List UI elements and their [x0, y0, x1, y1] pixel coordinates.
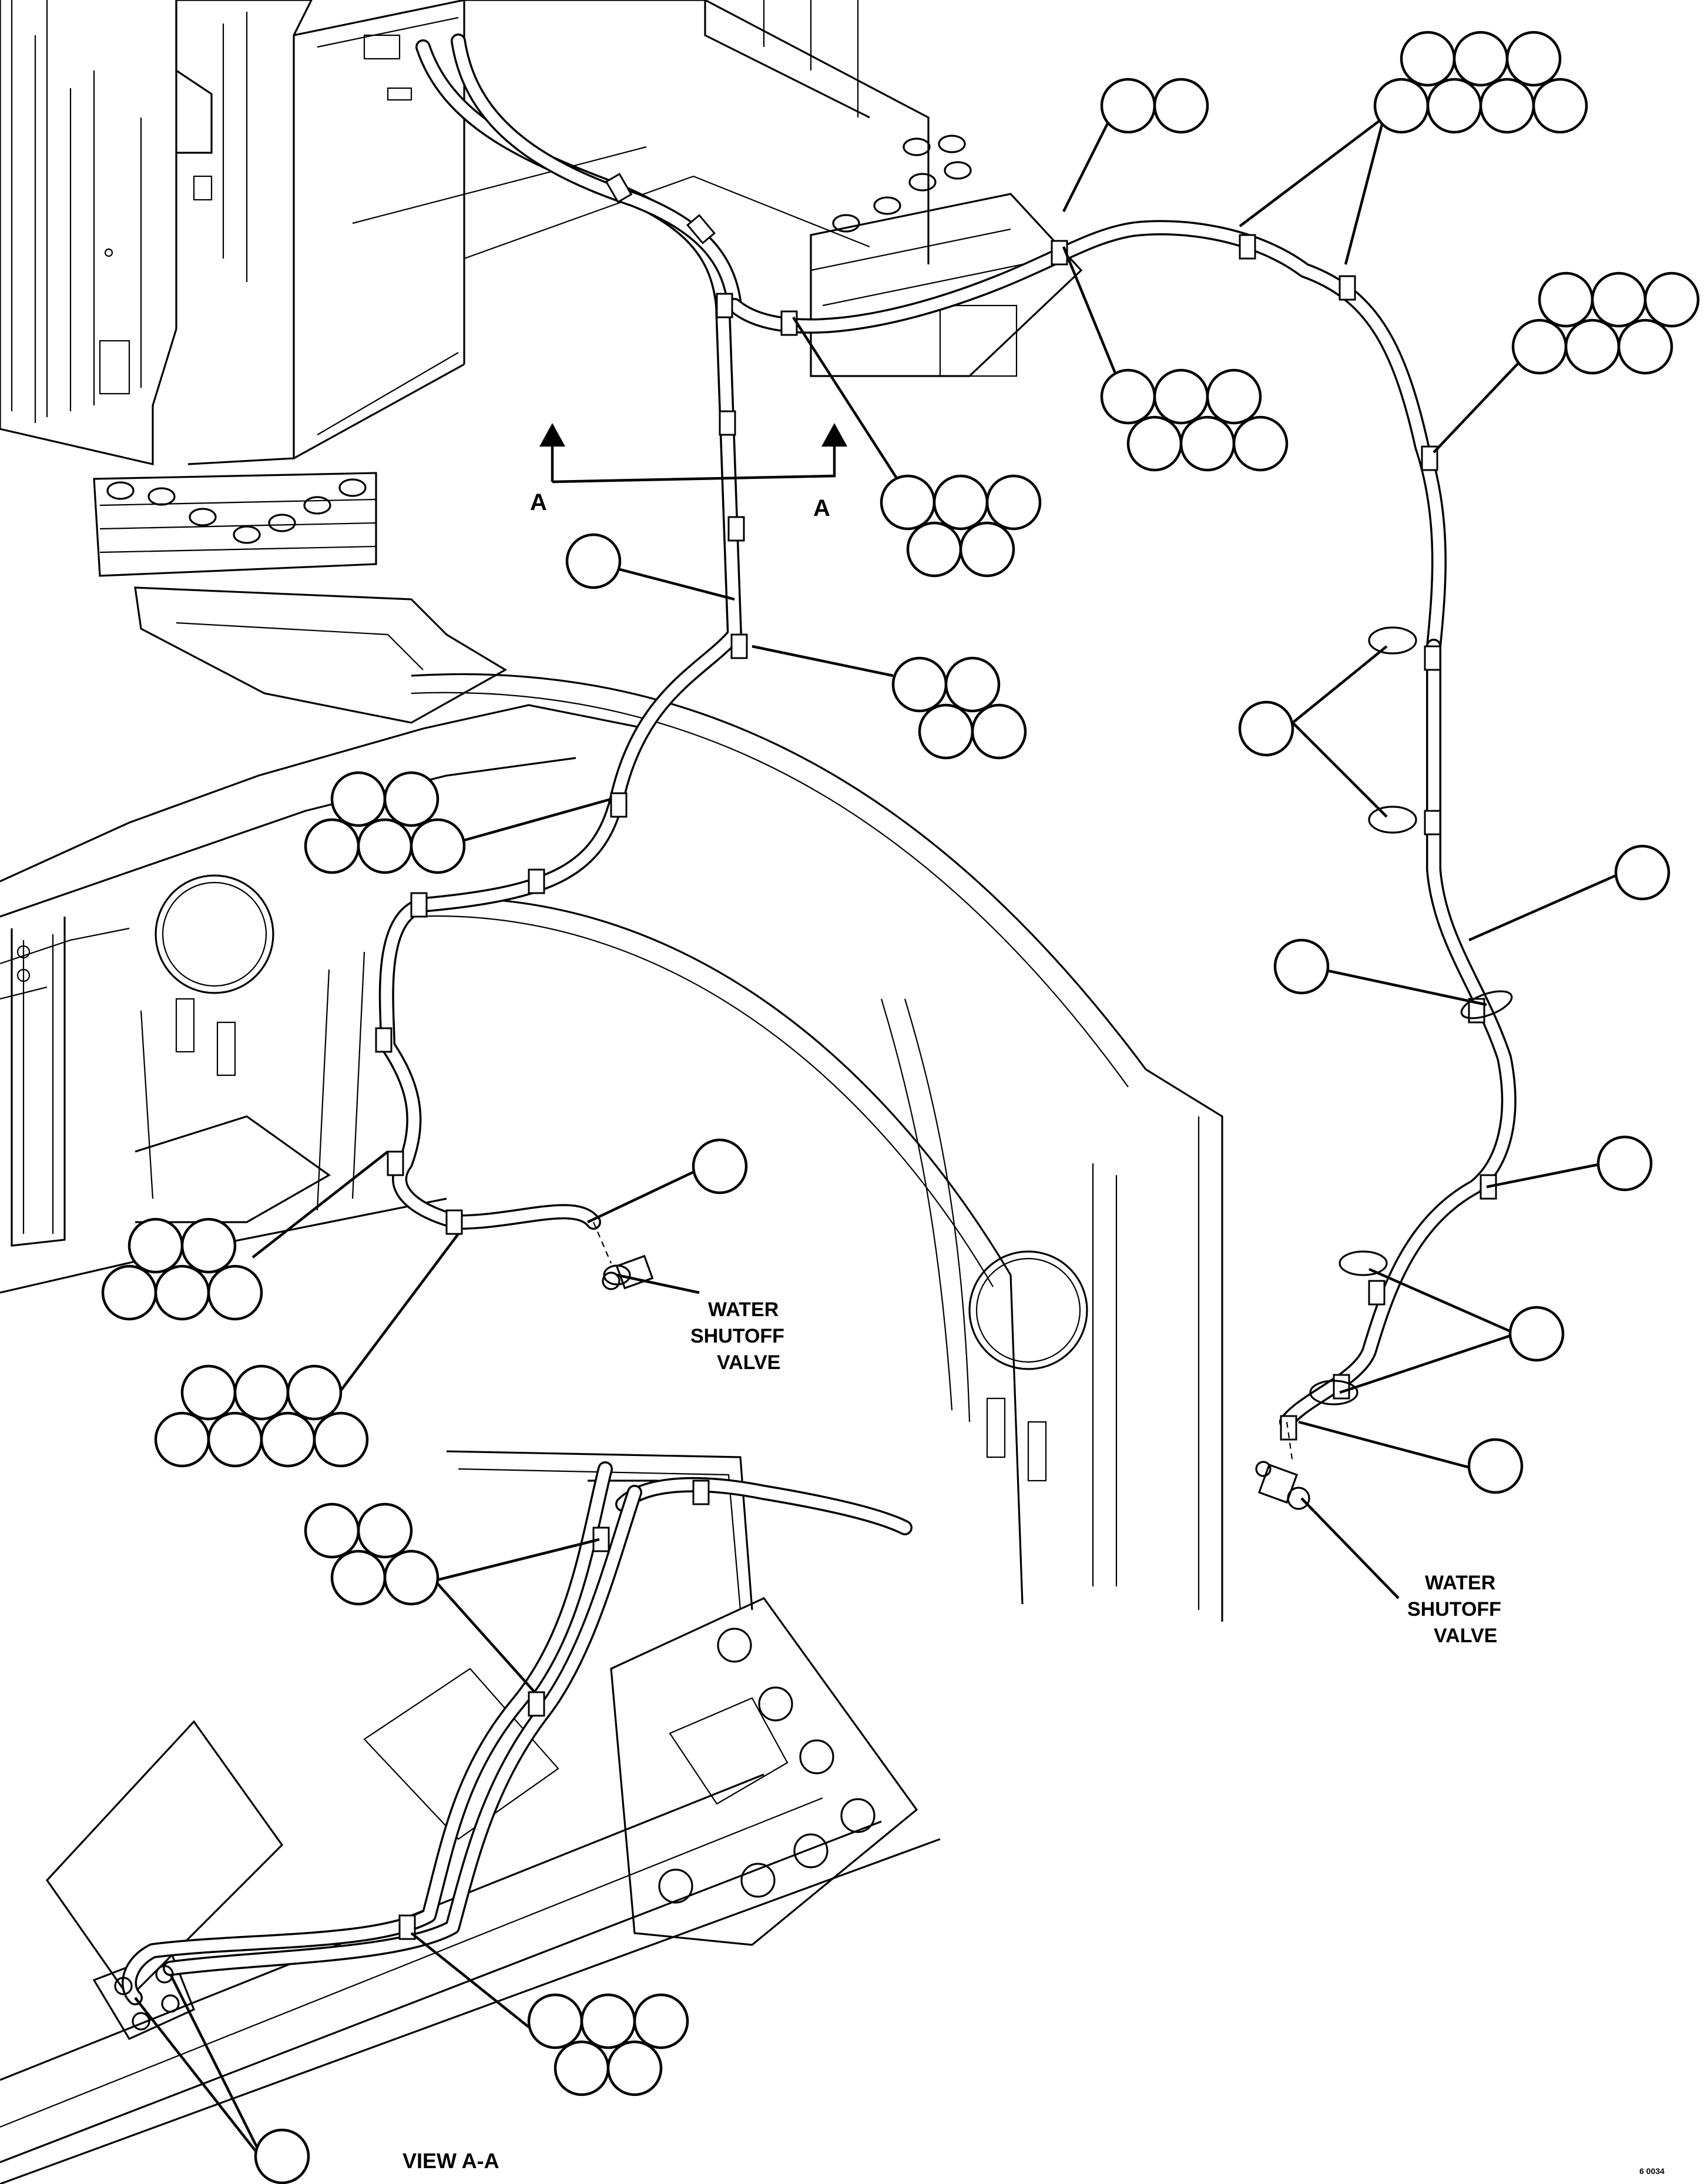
callout-bubble — [1179, 415, 1236, 472]
callout-bubble — [971, 703, 1027, 760]
valve-label-left-line2: SHUTOFF — [690, 1325, 784, 1347]
callout-bubble — [233, 1364, 290, 1421]
callout-bubble — [1538, 271, 1594, 328]
callout-bubble — [1617, 318, 1673, 375]
valve-label-right: WATER SHUTOFF VALVE — [1407, 1572, 1501, 1647]
callout-bubble — [1100, 368, 1156, 425]
section-arrow-left-icon — [539, 423, 565, 447]
callout-bubble — [906, 521, 962, 578]
callout-bubble — [1614, 844, 1671, 901]
callout-bubble — [254, 2128, 310, 2184]
callout-bubble — [207, 1411, 263, 1468]
callout-bubble — [1564, 318, 1621, 375]
callout-bubble — [1126, 415, 1183, 472]
callout-bubble — [154, 1264, 210, 1321]
callout-bubble — [313, 1411, 369, 1468]
callout-bubble — [1508, 1306, 1565, 1362]
callout-bubble — [357, 818, 413, 874]
callout-bubble — [1453, 31, 1509, 87]
drawing-number: 6 0034 — [1639, 2166, 1665, 2176]
plate-bolts — [658, 1628, 876, 1904]
callout-bubble — [1511, 318, 1568, 375]
callout-bubble — [944, 656, 1001, 713]
hose-clamps — [375, 173, 1513, 1940]
valve-label-left: WATER SHUTOFF VALVE — [690, 1299, 784, 1374]
hose-assembly — [122, 33, 1517, 2005]
view-label: VIEW A-A — [402, 2149, 499, 2173]
callout-bubble — [304, 818, 360, 874]
callout-bubble — [1596, 1135, 1653, 1192]
callout-bubble — [357, 1502, 413, 1559]
callout-bubble — [180, 1217, 237, 1274]
callout-bubble — [1153, 368, 1209, 425]
callout-bubble — [891, 656, 948, 713]
callout-bubble — [1232, 415, 1289, 472]
callout-bubble — [985, 474, 1042, 531]
callout-bubble — [1273, 938, 1330, 995]
section-marker-left: A — [530, 489, 547, 515]
callout-bubble — [1591, 271, 1647, 328]
callout-bubble — [286, 1364, 343, 1421]
valve-label-left-line1: WATER — [708, 1299, 779, 1321]
callout-bubble — [207, 1264, 263, 1321]
callout-bubble — [1153, 78, 1209, 134]
callout-bubble — [1505, 31, 1562, 87]
callout-bubble — [580, 1993, 636, 2049]
callout-bubble — [932, 474, 989, 531]
water-shutoff-valve-right — [1255, 1421, 1310, 1510]
valve-label-right-line3: VALVE — [1434, 1625, 1497, 1647]
section-line-a-a: A A — [530, 423, 847, 521]
callout-bubble — [154, 1411, 210, 1468]
callout-bubble — [410, 818, 466, 874]
callout-bubble — [1400, 31, 1456, 87]
callout-bubble — [692, 1138, 748, 1195]
callout-bubble — [1467, 1438, 1524, 1494]
callout-bubble — [527, 1993, 583, 2049]
machine-line-art — [0, 0, 1223, 2184]
callout-bubble — [260, 1411, 316, 1468]
callout-bubble — [1238, 700, 1294, 757]
callout-bubble — [606, 2040, 663, 2096]
callout-bubble — [1643, 271, 1700, 328]
valve-label-left-line3: VALVE — [717, 1351, 780, 1374]
section-arrow-right-icon — [821, 423, 847, 447]
callout-bubble — [633, 1993, 689, 2049]
callout-bubble — [1100, 78, 1156, 134]
water-shutoff-valve-left — [592, 1222, 654, 1290]
callout-bubble — [1206, 368, 1262, 425]
callout-bubble — [383, 771, 440, 827]
callout-bubble — [1479, 78, 1535, 134]
callout-bubble — [330, 1549, 387, 1606]
callout-bubbles — [101, 31, 1700, 2184]
callout-bubble — [383, 1549, 440, 1606]
callout-bubble — [180, 1364, 237, 1421]
leader-lines — [134, 116, 1616, 2163]
callout-bubble — [1532, 78, 1588, 134]
fitting-plate-lower — [114, 1965, 180, 2031]
callout-bubble — [554, 2040, 610, 2096]
callout-bubble — [918, 703, 974, 760]
callout-bubble — [128, 1217, 184, 1274]
section-marker-right: A — [813, 495, 830, 521]
bolt-heads-right — [832, 135, 972, 233]
callout-bubble — [565, 533, 622, 589]
bolt-heads-left — [106, 478, 367, 544]
callout-bubble — [1373, 78, 1430, 134]
callout-bubble — [101, 1264, 157, 1321]
callout-bubble — [880, 474, 936, 531]
valve-label-right-line1: WATER — [1425, 1572, 1495, 1594]
valve-label-right-line2: SHUTOFF — [1407, 1598, 1501, 1621]
callout-bubble — [1426, 78, 1482, 134]
callout-bubble — [959, 521, 1015, 578]
callout-bubble — [304, 1502, 360, 1559]
callout-bubble — [330, 771, 387, 827]
